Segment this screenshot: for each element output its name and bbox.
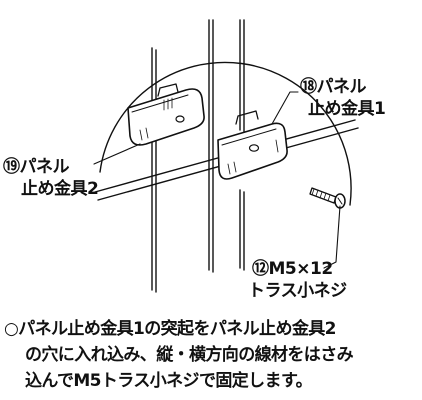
leader-line-12 bbox=[323, 205, 341, 269]
instruction-line: ○パネル止め金具1の突起をパネル止め金具2 bbox=[4, 319, 336, 339]
truss-screw bbox=[309, 187, 346, 209]
detail-circle bbox=[99, 61, 352, 206]
label-panel-bracket-1: ⑱パネル 止め金具1 bbox=[300, 77, 386, 119]
instruction-text: ○パネル止め金具1の突起をパネル止め金具2 の穴に入れ込み、縦・横方向の線材をは… bbox=[4, 316, 420, 394]
leader-line-19 bbox=[93, 143, 141, 165]
instruction-line: 込んでM5トラス小ネジで固定します。 bbox=[25, 371, 313, 391]
panel-bracket-2 bbox=[127, 83, 205, 146]
label-truss-screw: ⑫M5×12 トラス小ネジ bbox=[248, 259, 347, 301]
label-panel-bracket-2: ⑲パネル 止め金具2 bbox=[3, 157, 99, 199]
leader-line-18 bbox=[271, 91, 299, 125]
panel-bracket-1 bbox=[217, 110, 288, 180]
instruction-line: の穴に入れ込み、縦・横方向の線材をはさみ bbox=[25, 345, 354, 365]
